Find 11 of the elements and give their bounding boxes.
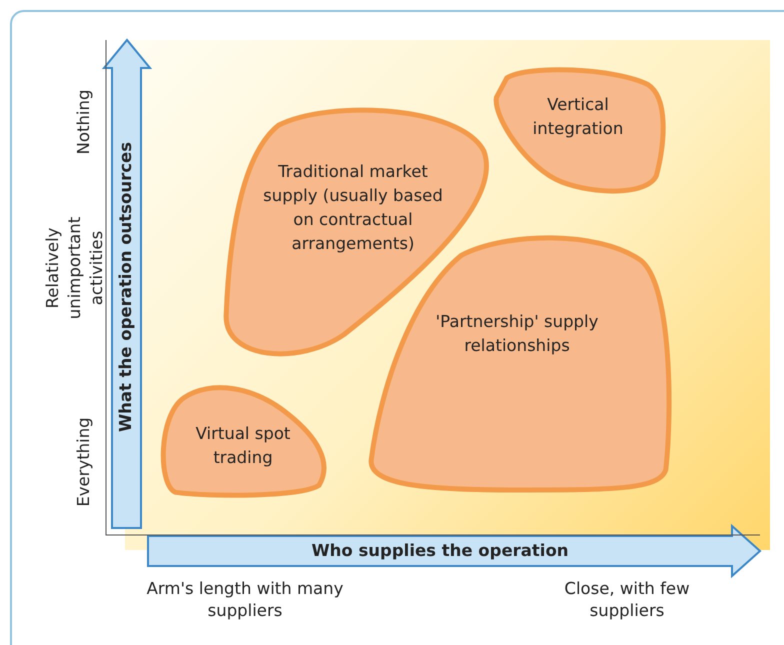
- axis-tick-label: Relatively unimportant activities: [42, 216, 107, 322]
- region-label: 'Partnership' supply relationships: [434, 311, 600, 357]
- axis-tick-label: Close, with few suppliers: [563, 578, 691, 622]
- axis-tick-label: Nothing: [73, 88, 94, 156]
- axis-tick-label: Arm's length with many suppliers: [146, 578, 344, 622]
- region-label: Traditional market supply (usually based on contractual arrangements): [262, 161, 444, 255]
- region-label: Virtual spot trading: [194, 423, 292, 469]
- region-label: Vertical integration: [532, 94, 624, 140]
- axis-title: Who supplies the operation: [310, 540, 570, 562]
- axis-title: What the operation outsources: [115, 140, 136, 434]
- axis-tick-label: Everything: [73, 416, 94, 509]
